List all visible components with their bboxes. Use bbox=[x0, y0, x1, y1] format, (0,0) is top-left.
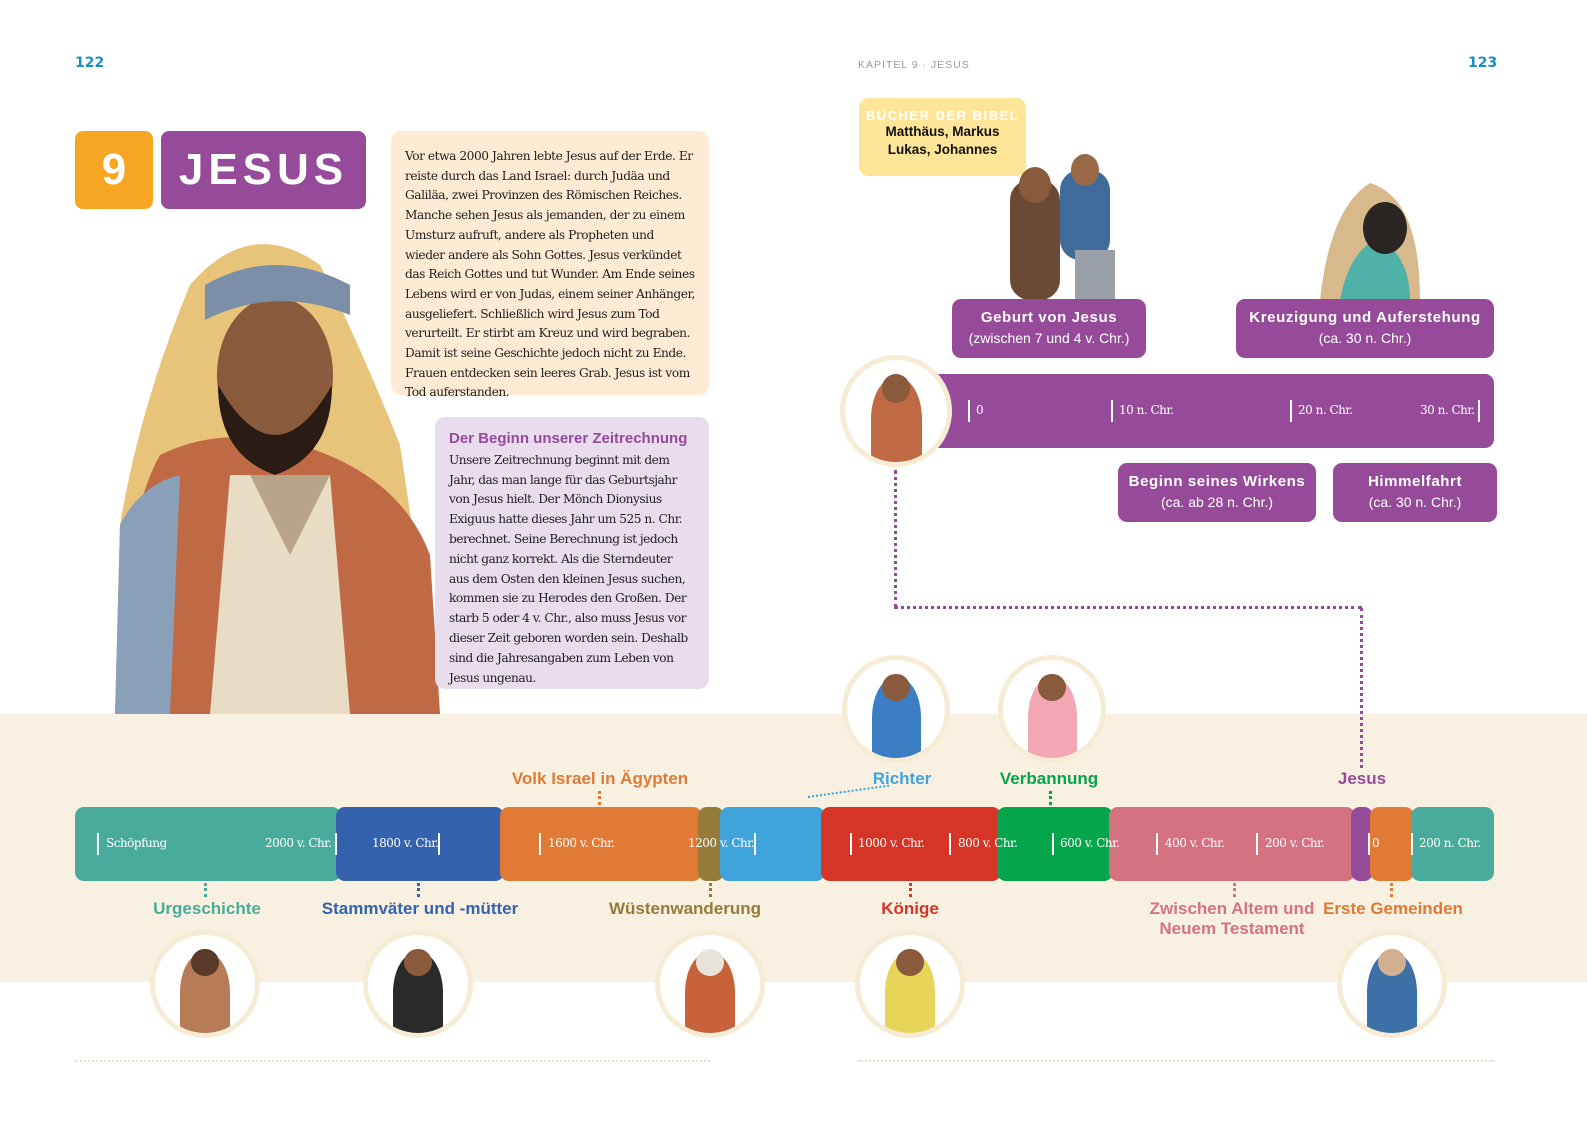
event-ascension: Himmelfahrt (ca. 30 n. Chr.) bbox=[1333, 463, 1497, 522]
segment-jesus bbox=[1351, 807, 1373, 881]
wuestenwanderung-portrait bbox=[655, 930, 765, 1038]
tick-1600: 1600 v. Chr. bbox=[548, 836, 615, 850]
tick-200-n-chr: 200 n. Chr. bbox=[1419, 836, 1481, 850]
chapter-title: JESUS bbox=[161, 131, 366, 209]
tick-600: 600 v. Chr. bbox=[1060, 836, 1120, 850]
segment-urgeschichte bbox=[75, 807, 341, 881]
event-birth: Geburt von Jesus (zwischen 7 und 4 v. Chr… bbox=[952, 299, 1146, 358]
tick-1200: 1200 v. Chr. bbox=[688, 836, 755, 850]
chapter-header: KAPITEL 9 · JESUS bbox=[858, 59, 970, 71]
erste-gemeinden-portrait bbox=[1337, 930, 1447, 1038]
intro-text: Vor etwa 2000 Jahren lebte Jesus auf der… bbox=[405, 149, 695, 400]
tick-1000: 1000 v. Chr. bbox=[858, 836, 925, 850]
verbannung-portrait bbox=[998, 655, 1106, 763]
event-crucifixion: Kreuzigung und Auferstehung (ca. 30 n. Ch… bbox=[1236, 299, 1494, 358]
label-urgeschichte: Urgeschichte bbox=[153, 899, 261, 918]
books-line1: Matthäus, Markus bbox=[885, 124, 1000, 139]
jesus-life-bar bbox=[900, 374, 1494, 448]
event-crucifixion-date: (ca. 30 n. Chr.) bbox=[1318, 330, 1412, 346]
tick-2000: 2000 v. Chr. bbox=[265, 836, 332, 850]
tick-schoepfung: Schöpfung bbox=[106, 836, 167, 850]
event-ascension-date: (ca. 30 n. Chr.) bbox=[1368, 494, 1462, 510]
label-jesus: Jesus bbox=[1337, 769, 1387, 788]
richter-portrait bbox=[842, 655, 950, 763]
stammvaeter-portrait bbox=[363, 930, 473, 1038]
segment-aegypten bbox=[500, 807, 702, 881]
books-line2: Lukas, Johannes bbox=[887, 142, 998, 157]
jesus-tick-0: 0 bbox=[976, 403, 984, 417]
event-ascension-title: Himmelfahrt bbox=[1367, 473, 1463, 490]
label-koenige: Könige bbox=[881, 899, 939, 918]
footer-divider-left bbox=[75, 1060, 710, 1062]
page-number-left: 122 bbox=[75, 55, 105, 71]
label-richter: Richter bbox=[872, 769, 932, 788]
label-zwischen-line2: Neuem Testament bbox=[1159, 919, 1305, 938]
chapter-number: 9 bbox=[75, 131, 153, 209]
crucifixion-illustration bbox=[1320, 183, 1420, 300]
label-zwischen-line1: Zwischen Altem und bbox=[1149, 899, 1315, 918]
info-box: Der Beginn unserer Zeitrechnung Unsere Z… bbox=[435, 417, 709, 689]
tick-800: 800 v. Chr. bbox=[958, 836, 1018, 850]
books-label: BÜCHER DER BIBEL bbox=[865, 108, 1020, 123]
nativity-illustration bbox=[1010, 154, 1115, 300]
urgeschichte-portrait bbox=[150, 930, 260, 1038]
jesus-tick-20: 20 n. Chr. bbox=[1298, 403, 1353, 417]
tick-1800: 1800 v. Chr. bbox=[372, 836, 439, 850]
event-birth-date: (zwischen 7 und 4 v. Chr.) bbox=[968, 330, 1130, 346]
tick-400: 400 v. Chr. bbox=[1165, 836, 1225, 850]
segment-stammvaeter bbox=[336, 807, 504, 881]
jesus-tick-10: 10 n. Chr. bbox=[1119, 403, 1174, 417]
koenige-portrait bbox=[855, 930, 965, 1038]
segment-richter bbox=[720, 807, 825, 881]
info-box-heading: Der Beginn unserer Zeitrechnung bbox=[449, 430, 688, 447]
label-verbannung: Verbannung bbox=[999, 769, 1099, 788]
intro-text-box: Vor etwa 2000 Jahren lebte Jesus auf der… bbox=[391, 131, 709, 399]
event-ministry: Beginn seines Wirkens (ca. ab 28 n. Chr.) bbox=[1118, 463, 1316, 522]
event-crucifixion-title: Kreuzigung und Auferstehung bbox=[1249, 309, 1481, 326]
tick-200: 200 v. Chr. bbox=[1265, 836, 1325, 850]
segment-verbannung bbox=[997, 807, 1113, 881]
segment-erste-gemeinden bbox=[1370, 807, 1414, 881]
jesus-illustration bbox=[115, 244, 440, 714]
jesus-tick-30: 30 n. Chr. bbox=[1420, 403, 1475, 417]
event-birth-title: Geburt von Jesus bbox=[980, 309, 1118, 326]
tick-0: 0 bbox=[1372, 836, 1380, 850]
info-box-text: Unsere Zeitrechnung beginnt mit dem Jahr… bbox=[449, 452, 688, 685]
label-wuestenwanderung: Wüstenwanderung bbox=[608, 899, 762, 918]
label-erste-gemeinden: Erste Gemeinden bbox=[1323, 899, 1463, 918]
event-ministry-title: Beginn seines Wirkens bbox=[1128, 473, 1306, 490]
label-stammvaeter: Stammväter und -mütter bbox=[321, 899, 519, 918]
jesus-portrait bbox=[840, 355, 952, 467]
segment-zwischen-testamenten bbox=[1109, 807, 1355, 881]
event-ministry-date: (ca. ab 28 n. Chr.) bbox=[1160, 494, 1274, 510]
books-box: BÜCHER DER BIBEL Matthäus, Markus Lukas,… bbox=[859, 98, 1026, 176]
segment-wuestenwanderung bbox=[698, 807, 724, 881]
footer-divider-right bbox=[858, 1060, 1494, 1062]
label-aegypten: Volk Israel in Ägypten bbox=[511, 769, 689, 788]
segment-nach-christus bbox=[1411, 807, 1494, 881]
page-number-right: 123 bbox=[1468, 55, 1498, 71]
